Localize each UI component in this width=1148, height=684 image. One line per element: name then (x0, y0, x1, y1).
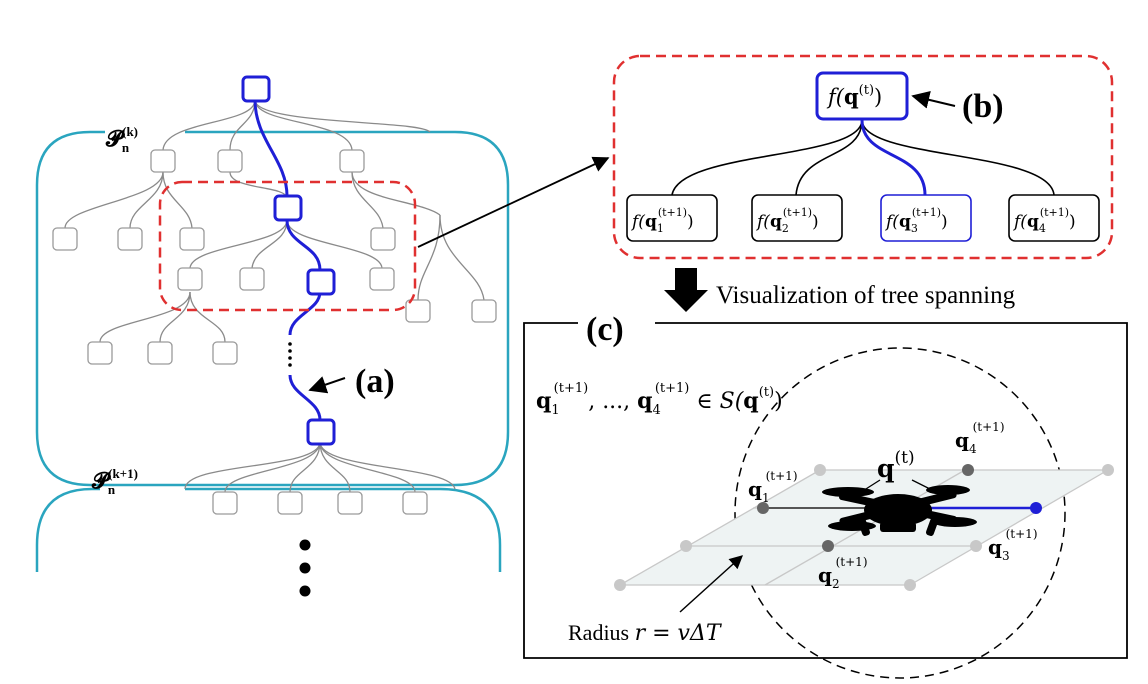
tree-node (117, 227, 143, 251)
panel-label-b: (b) (962, 88, 1004, 125)
panel-b-frame (612, 54, 1114, 260)
child-node-4 (1008, 194, 1100, 242)
tree-node (212, 341, 238, 365)
panel-b-selected-edge (860, 119, 927, 196)
tree-node (217, 149, 243, 173)
panel-b: f(q(t)) (b) f(q1(t+1)) f(q2(t+1)) f(q3(t… (612, 54, 1114, 260)
arrow-b (911, 90, 956, 109)
tree-node (405, 299, 431, 323)
tree-node (87, 341, 113, 365)
arrow-a (308, 376, 346, 394)
child-node-3-label: f(q3(t+1)) (884, 206, 948, 235)
selected-path (253, 99, 322, 421)
partition-k-boundary (35, 130, 510, 487)
tree-node (337, 491, 363, 515)
node-q4 (962, 464, 974, 476)
continuation-dots (299, 539, 311, 597)
tree-node (471, 299, 497, 323)
node-q2 (822, 540, 834, 552)
child-node-2 (751, 194, 843, 242)
child-node-1-label: f(q1(t+1)) (630, 206, 694, 235)
tree-edges (64, 99, 485, 493)
tree-node (369, 267, 395, 291)
radius-label: Radius r = vΔT (568, 620, 723, 646)
arrow-caption: Visualization of tree spanning (716, 282, 1016, 309)
panel-c-frame (523, 322, 1128, 659)
parent-node (815, 71, 909, 121)
tree-node (177, 267, 203, 291)
selected-node (306, 418, 336, 446)
root-node (241, 75, 271, 103)
partition-label-k: 𝓟n(k) (105, 124, 138, 155)
neighbor-set-expression: q1(t+1), ..., q4(t+1) ∈ S(q(t)) (536, 381, 783, 418)
center-label: q(t) (877, 448, 915, 483)
node-q1 (757, 502, 769, 514)
tree-nodes-grey (52, 149, 497, 515)
panel-label-c: (c) (586, 311, 624, 348)
tree-node (52, 227, 78, 251)
tree-node (339, 149, 365, 173)
label-q4: q4(t+1) (955, 420, 1005, 456)
panel-label-a: (a) (355, 363, 395, 400)
node-q3 (1030, 502, 1042, 514)
reachable-radius-circle (734, 347, 1066, 679)
label-q3: q3(t+1) (988, 527, 1038, 563)
partition-label-k1: 𝓟n(k+1) (91, 466, 138, 497)
down-arrow-icon (664, 268, 708, 312)
tree-nodes-blue (241, 75, 336, 446)
tree-node (147, 341, 173, 365)
selected-node (306, 268, 336, 296)
child-node-2-label: f(q2(t+1)) (755, 206, 819, 235)
tree-node (212, 491, 238, 515)
selected-path-dots (288, 342, 292, 367)
partition-k1-boundary (35, 487, 502, 572)
panel-b-edges (671, 119, 1055, 196)
tree-node (402, 491, 428, 515)
panel-c: (c) q1(t+1), ..., q4(t+1) ∈ S(q(t)) (523, 311, 1128, 679)
parent-node-label: f(q(t)) (826, 83, 882, 109)
subtree-highlight (158, 180, 417, 312)
center-label-pointer-2 (911, 479, 941, 495)
center-label-pointer (857, 479, 881, 495)
tree-panel-a: (a) 𝓟n(k) 𝓟n(k+1) (35, 75, 510, 597)
child-node-3 (880, 194, 972, 242)
zoom-arrow (417, 156, 610, 248)
selected-node (273, 194, 303, 222)
tree-node (179, 227, 205, 251)
child-nodes: f(q1(t+1)) f(q2(t+1)) f(q3(t+1)) f(q4(t+… (626, 194, 1100, 242)
child-node-1 (626, 194, 718, 242)
drone-icon (822, 485, 977, 536)
tree-node (277, 491, 303, 515)
child-node-4-label: f(q4(t+1)) (1012, 206, 1076, 235)
tree-node (239, 267, 265, 291)
tree-node (370, 227, 396, 251)
label-q2: q2(t+1) (818, 555, 868, 591)
tree-node (150, 149, 176, 173)
label-q1: q1(t+1) (748, 469, 798, 505)
radius-arrow (679, 555, 744, 613)
